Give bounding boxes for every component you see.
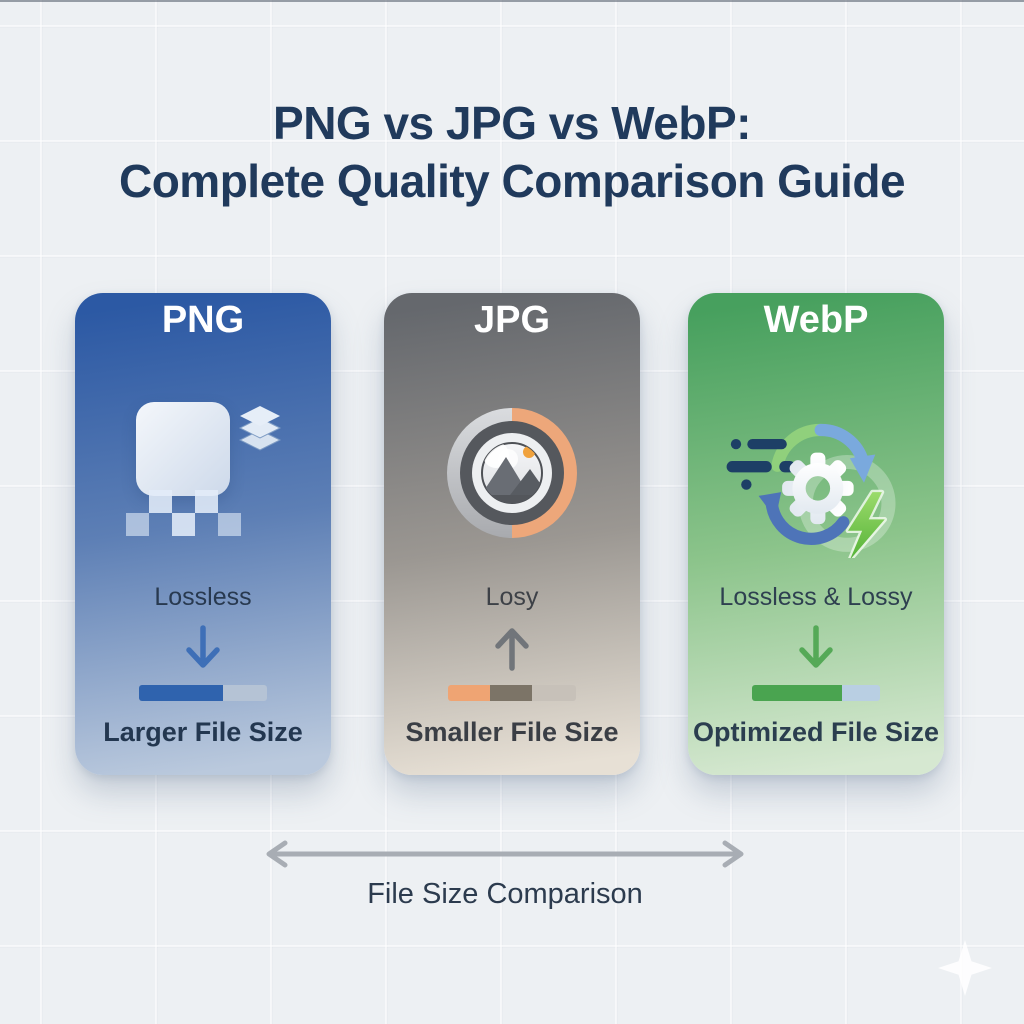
image-square-icon [136,402,230,496]
card-jpg-compression-label: Losy [485,583,539,611]
speed-gear-conversion-icon [726,423,896,558]
card-jpg-title: JPG [473,299,551,341]
sync-arrows-icon [758,423,876,545]
card-png-size-label: Larger File Size [103,717,303,747]
top-edge-line [0,0,1024,2]
card-png-compression-label: Lossless [154,583,252,611]
card-png: PNG Lossless Larger File Size [75,293,331,775]
bar-fill [752,685,842,701]
mountain-photo-icon [482,443,542,503]
card-webp-size-label: Optimized File Size [692,717,940,747]
sparkle-icon [938,940,992,996]
card-png-title: PNG [161,299,245,341]
layers-icon [238,406,282,451]
page-title: PNG vs JPG vs WebP: Complete Quality Com… [0,94,1024,210]
card-webp-title: WebP [763,299,869,341]
card-png-icon-zone [75,393,331,553]
card-webp-compression-label: Lossless & Lossy [719,583,913,611]
bar-segment-light [532,685,576,701]
file-size-comparison-label: File Size Comparison [367,878,643,910]
page-title-line2: Complete Quality Comparison Guide [118,155,906,207]
speed-lines-icon [726,438,796,490]
card-jpg-size-bar [448,685,576,701]
bar-rest [223,685,267,701]
bar-rest [841,685,880,701]
card-webp: WebP [688,293,944,775]
card-jpg-size-label: Smaller File Size [405,717,619,747]
bar-fill [139,685,224,701]
up-arrow-icon [495,628,529,671]
checkerboard-pattern-icon [126,490,241,536]
lightning-icon [845,489,888,558]
double-arrow-icon [266,840,744,868]
card-jpg: JPG [384,293,640,775]
bar-segment-dark [490,685,533,701]
card-webp-size-bar [752,685,880,701]
down-arrow-icon [799,625,833,668]
card-jpg-icon-zone [384,393,640,553]
card-webp-icon-zone [688,393,944,558]
photo-quality-dial-icon [447,408,577,538]
card-png-size-bar [139,685,267,701]
bar-segment-orange [448,685,491,701]
transparency-square-icon [108,398,298,548]
gear-icon [782,452,854,525]
page-title-line1: PNG vs JPG vs WebP: [273,97,751,149]
down-arrow-icon [186,625,220,668]
